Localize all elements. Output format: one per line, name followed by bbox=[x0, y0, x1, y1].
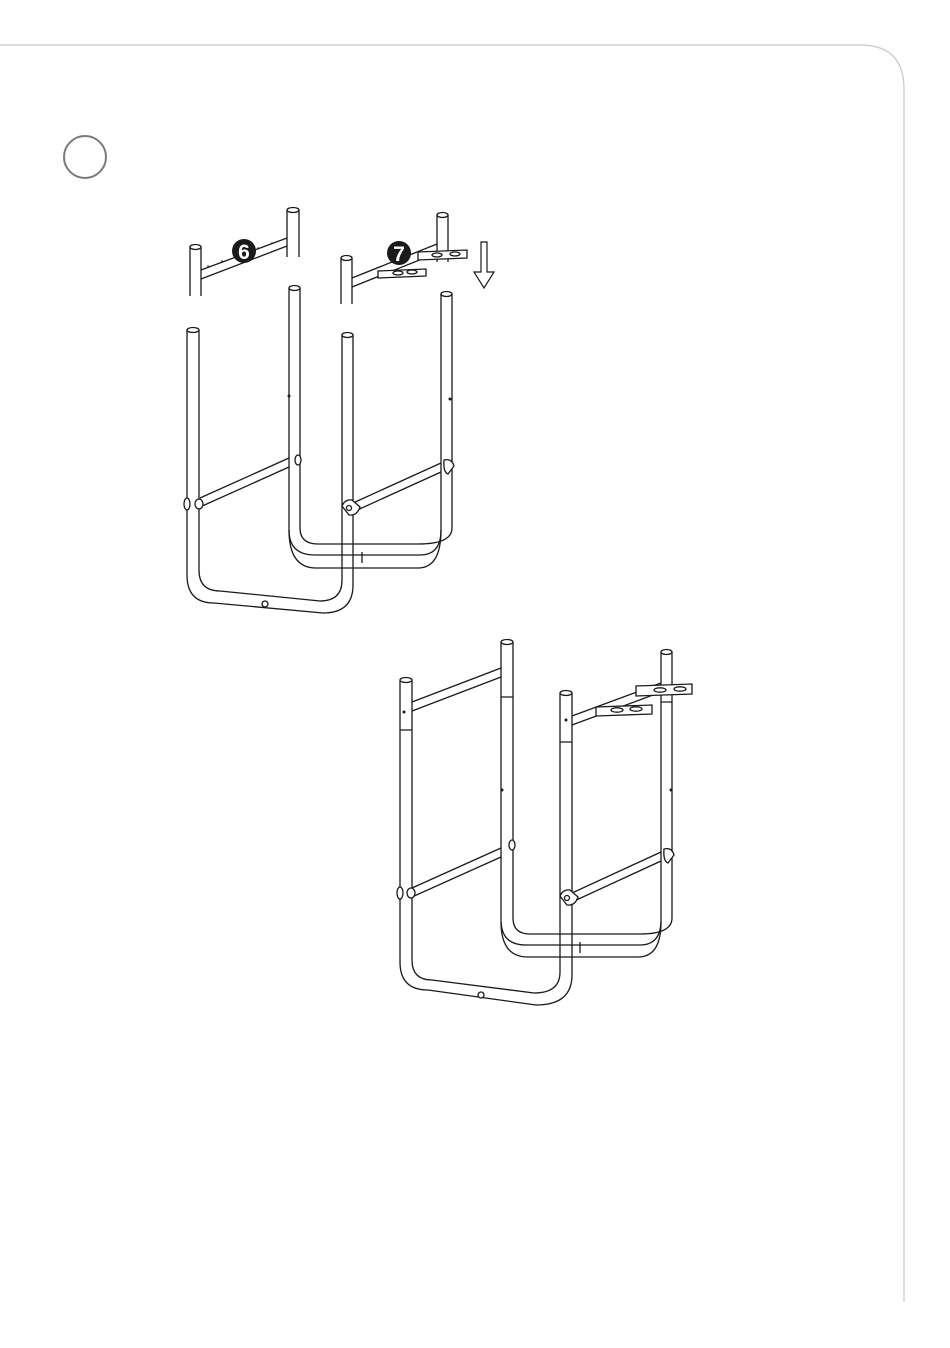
assembled-frame bbox=[397, 640, 692, 1006]
